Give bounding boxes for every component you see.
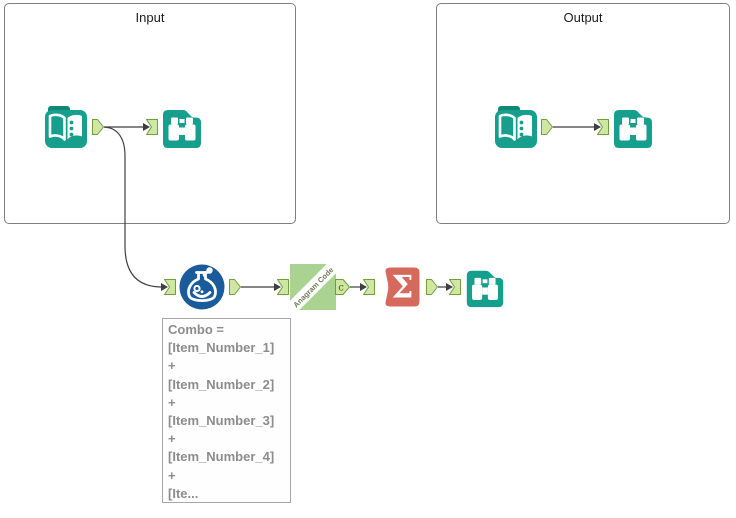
connection-input-to-formula[interactable] (103, 126, 163, 288)
input-anchor-anagram[interactable] (277, 279, 289, 295)
annotation-line: + (168, 467, 176, 483)
tool-input-data-2[interactable] (492, 103, 540, 151)
input-data-icon (45, 106, 87, 148)
output-anchor-summarize[interactable] (426, 279, 438, 295)
tool-input-data-1[interactable] (42, 103, 90, 151)
arrowhead (161, 283, 168, 291)
input-anchor-browse-2[interactable] (597, 119, 609, 135)
annotation-line: + (168, 394, 176, 410)
output-anchor-input-data-2[interactable] (541, 119, 553, 135)
annotation-line: [Item_Number_1] (168, 340, 275, 356)
output-anchor-anagram-c[interactable]: c (335, 279, 350, 295)
binoculars (488, 277, 496, 285)
binoculars (630, 127, 636, 135)
book-dot (519, 132, 524, 137)
anagram-macro-icon: Anagram Code (290, 264, 336, 310)
input-anchor-formula[interactable] (164, 279, 176, 295)
annotation-line: Combo = (168, 322, 224, 337)
flask-bubble (200, 290, 204, 294)
book-left-page (48, 113, 66, 141)
formula-icon (179, 264, 225, 310)
output-anchor-formula[interactable] (229, 279, 241, 295)
tool-body (385, 267, 420, 307)
binoculars (482, 279, 488, 284)
binoculars (179, 127, 185, 135)
annotation-line: [Item_Number_2] (168, 376, 275, 392)
tool-summarize[interactable]: Σ (376, 263, 424, 311)
binoculars (622, 117, 629, 125)
tool-browse-3[interactable] (462, 264, 508, 310)
book-dot (519, 120, 524, 125)
browse-icon (614, 110, 652, 148)
input-data-icon (495, 106, 537, 148)
annotation-line: + (168, 358, 176, 374)
annotation-line: [Item_Number_4] (168, 449, 275, 465)
binoculars (636, 124, 647, 141)
binoculars (185, 124, 196, 141)
arrowhead (143, 123, 150, 131)
arrowhead (446, 283, 453, 291)
binoculars (474, 277, 482, 285)
binoculars (630, 119, 636, 123)
summarize-icon: Σ (385, 267, 420, 307)
diagonal-band (290, 264, 336, 310)
tool-browse-1[interactable] (158, 103, 206, 151)
input-anchor-summarize[interactable] (363, 279, 375, 295)
binoculars (472, 284, 483, 300)
arrowhead (274, 283, 281, 291)
binoculars (637, 117, 644, 125)
annotation-line: + (168, 431, 176, 447)
container-output[interactable]: Output (436, 3, 730, 224)
container-input-label: Input (135, 10, 165, 25)
binoculars (186, 117, 193, 125)
flask (187, 271, 217, 303)
binoculars (487, 284, 498, 300)
book-dot (69, 126, 74, 131)
browse-icon (163, 110, 201, 148)
binoculars (171, 117, 178, 125)
annotation-line: [Ite... (168, 485, 199, 501)
input-anchor-browse-3[interactable] (449, 279, 461, 295)
flask-bubble (202, 273, 207, 277)
book-dot (69, 132, 74, 137)
container-output-label: Output (563, 10, 603, 25)
book-dot (69, 120, 74, 125)
annotation-box[interactable]: Combo = [Item_Number_1] + [Item_Number_2… (162, 318, 291, 503)
tool-browse-2[interactable] (609, 103, 657, 151)
binoculars (482, 287, 488, 295)
browse-icon (466, 270, 504, 308)
flask-bubble (193, 284, 201, 293)
anchor-letter: c (338, 283, 344, 294)
binoculars (168, 124, 179, 141)
book-dot (519, 126, 524, 131)
arrowhead (594, 123, 601, 131)
output-anchor-input-data-1[interactable] (92, 119, 104, 135)
book-left-page (498, 113, 516, 141)
flask-bubble (206, 267, 213, 274)
tool-anagram-macro[interactable]: Anagram Code (290, 264, 336, 310)
binoculars (619, 124, 630, 141)
input-anchor-browse-1[interactable] (146, 119, 158, 135)
tool-formula[interactable] (177, 262, 227, 312)
annotation-line: [Item_Number_3] (168, 413, 275, 429)
arrowhead (360, 283, 367, 291)
sigma-glyph: Σ (392, 270, 414, 306)
binoculars (179, 119, 185, 123)
